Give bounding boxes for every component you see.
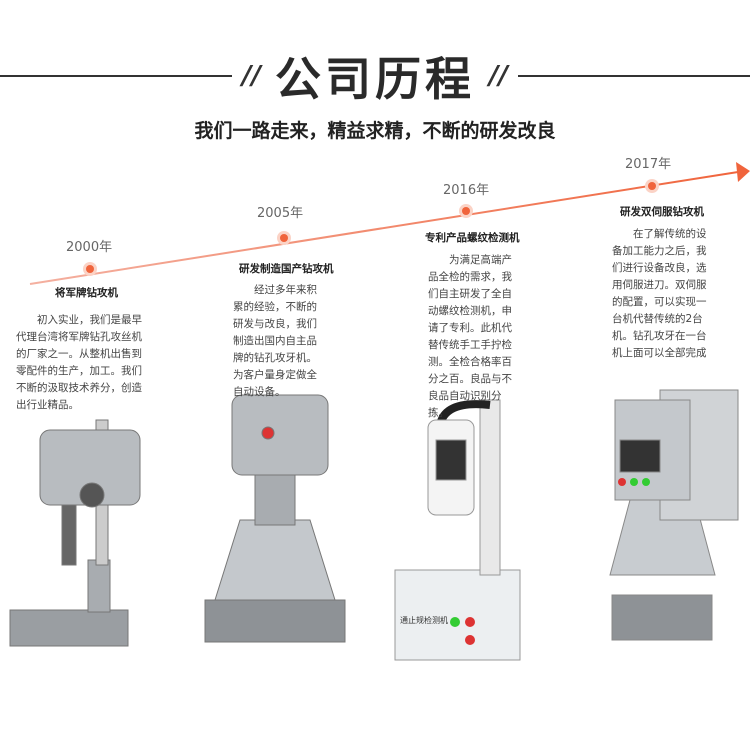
timeline-line <box>29 171 739 285</box>
machine-image-2005 <box>204 394 346 643</box>
milestone-desc: 为满足高端产品全检的需求，我们自主研发了全自动螺纹检测机，申请了专利。此机代替传… <box>428 254 512 419</box>
title-slash-decoration: // <box>242 61 261 91</box>
page-subtitle: 我们一路走来，精益求精，不断的研发改良 <box>194 120 556 142</box>
milestone-desc: 经过多年来积累的经验，不断的研发与改良，我们制造出国内自主品牌的钻孔攻牙机。为客… <box>233 284 317 398</box>
milestone-title: 将军牌钻攻机 <box>55 287 118 299</box>
milestone-desc: 初入实业，我们是最早代理台湾将军牌钻孔攻丝机的厂家之一。从整机出售到零配件的生产… <box>16 314 142 411</box>
machine-image-2000 <box>9 419 141 647</box>
timeline-dot <box>277 231 291 245</box>
title-row: // 公司历程 // <box>0 44 750 108</box>
timeline-dot <box>459 204 473 218</box>
timeline-arrow-icon <box>736 162 750 182</box>
milestone-title: 专利产品螺纹检测机 <box>425 232 520 244</box>
milestone-year: 2000年 <box>66 240 113 255</box>
milestone-title: 研发制造国产钻攻机 <box>239 263 334 275</box>
milestone-desc: 在了解传统的设备加工能力之后，我们进行设备改良，选用伺服进刀。双伺服的配置，可以… <box>612 228 707 359</box>
milestone-year: 2016年 <box>443 183 490 198</box>
milestone-year: 2017年 <box>625 157 672 172</box>
machine-label: 通止规检测机 <box>400 615 448 625</box>
milestone-title: 研发双伺服钻攻机 <box>620 206 704 218</box>
machine-image-2016 <box>394 399 521 661</box>
timeline-dot <box>83 262 97 276</box>
page-title: 公司历程 <box>275 52 475 106</box>
timeline-dot <box>645 179 659 193</box>
milestone-year: 2005年 <box>257 206 304 221</box>
machine-image-2017 <box>609 389 739 641</box>
title-slash-decoration: // <box>489 61 508 91</box>
title-line-left <box>0 75 232 77</box>
title-line-right <box>518 75 750 77</box>
